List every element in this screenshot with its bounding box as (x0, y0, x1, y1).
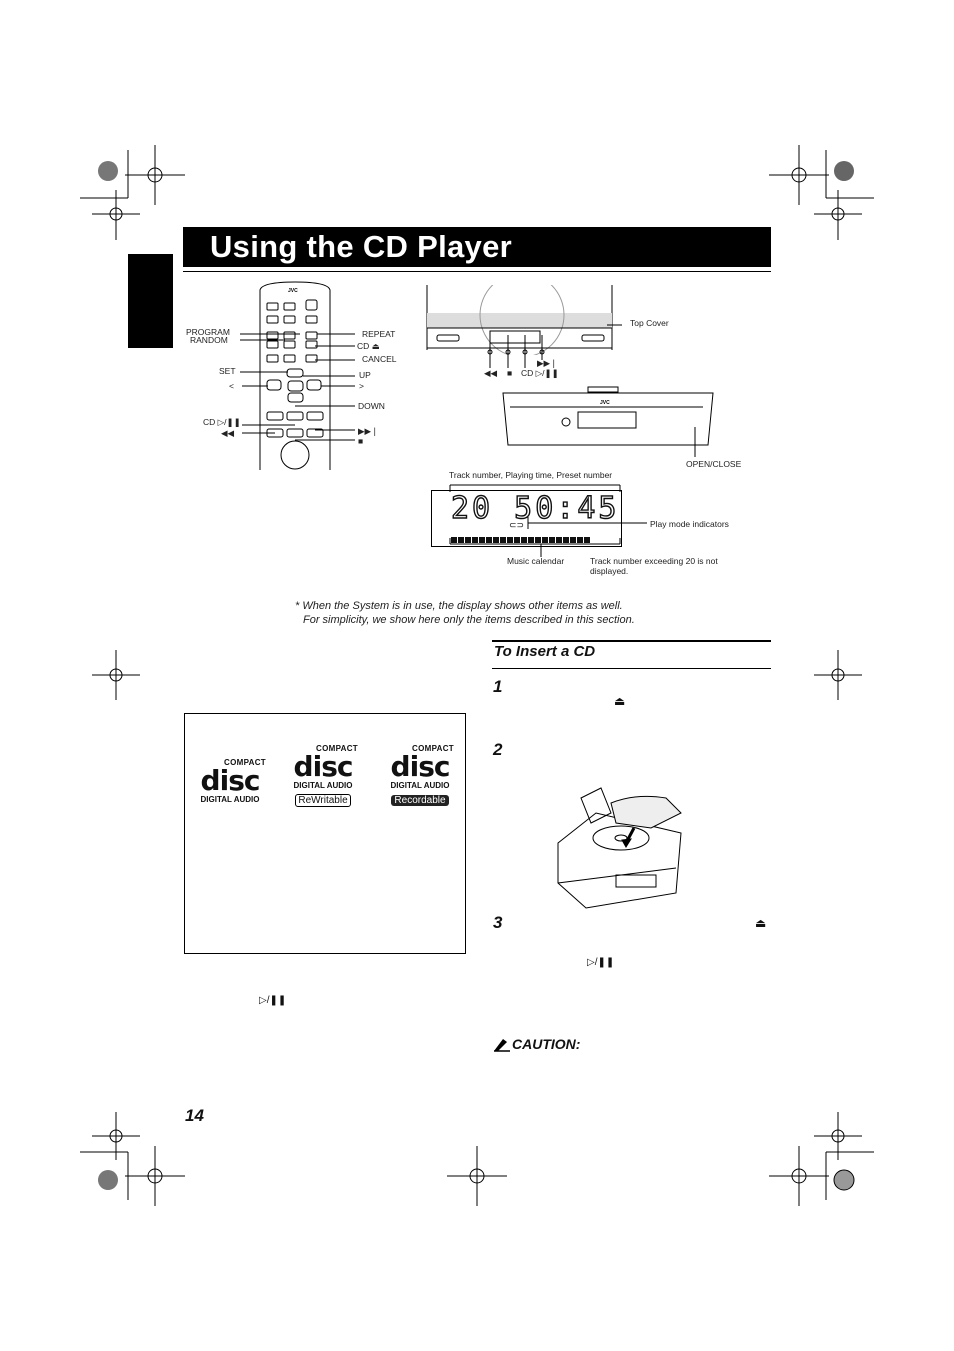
calendar-segment (451, 537, 457, 543)
crosshair-bottom-right (769, 1112, 874, 1206)
unit-top-view-illustration (426, 285, 622, 355)
unit-label-stop: ■ (507, 368, 513, 378)
eject-icon-step3: ⏏ (755, 916, 767, 930)
caution-icon (494, 1039, 510, 1052)
label-repeat: REPEAT (362, 329, 396, 339)
calendar-segment (507, 537, 513, 543)
title-bar (183, 227, 771, 267)
calendar-segment (563, 537, 569, 543)
step-3-number: 3 (493, 913, 503, 932)
label-open-close: OPEN/CLOSE (686, 459, 742, 469)
label-display-header: Track number, Playing time, Preset numbe… (449, 470, 613, 480)
calendar-bracket (449, 538, 621, 557)
open-close-pointer (694, 427, 696, 457)
svg-text:JVC: JVC (288, 288, 298, 294)
label-skip-forward: ▶▶❘ (358, 426, 379, 436)
footnote-line-2: For simplicity, we show here only the it… (303, 614, 635, 626)
label-set: SET (219, 366, 236, 376)
section-side-tab (128, 254, 173, 348)
label-down: DOWN (358, 401, 385, 411)
calendar-segment (486, 537, 492, 543)
label-cd-play: CD ▷/❚❚ (203, 417, 241, 427)
calendar-segment (465, 537, 471, 543)
label-track-note: Track number exceeding 20 is not display… (590, 556, 718, 576)
calendar-segment (556, 537, 562, 543)
calendar-segment (542, 537, 548, 543)
unit-pointer-lines (487, 335, 545, 368)
eject-icon: ⏏ (614, 694, 626, 708)
label-play-mode: Play mode indicators (650, 519, 729, 529)
page-number: 14 (185, 1106, 204, 1125)
recordable-badge: Recordable (391, 795, 449, 806)
unit-label-skip-forward: ▶▶❘ (537, 358, 558, 368)
music-calendar-bar (451, 530, 591, 548)
crosshair-mid-left (92, 650, 140, 700)
insert-section-rule (492, 640, 771, 669)
calendar-segment (549, 537, 555, 543)
lcd-display (431, 490, 622, 547)
calendar-segment (584, 537, 590, 543)
calendar-segment (479, 537, 485, 543)
label-program: PROGRAM (186, 327, 230, 337)
calendar-segment (577, 537, 583, 543)
caution-label: CAUTION: (512, 1036, 581, 1052)
calendar-segment (514, 537, 520, 543)
play-mode-pointer (527, 517, 647, 529)
disc-logo-cd-r: COMPACT disc DIGITAL AUDIO Recordable (390, 744, 454, 806)
step-1-number: 1 (493, 677, 503, 696)
label-music-calendar: Music calendar (507, 556, 565, 566)
page-title: Using the CD Player (210, 229, 513, 264)
crosshair-top-left (80, 145, 185, 240)
calendar-segment (500, 537, 506, 543)
calendar-segment (458, 537, 464, 543)
unit-label-cd-play: CD ▷/❚❚ (521, 368, 559, 378)
label-up: UP (359, 370, 371, 380)
label-right: > (359, 381, 364, 391)
lcd-digits: 20 50:45 (450, 490, 620, 526)
unit-label-skip-back: ◀◀ (484, 368, 498, 378)
label-cd-eject: CD ⏏ (357, 341, 380, 351)
disc-logos-box (184, 713, 466, 954)
cd-insert-illustration (557, 787, 682, 909)
insert-section-title: To Insert a CD (494, 643, 596, 660)
calendar-segment (472, 537, 478, 543)
label-skip-back: ◀◀ (221, 428, 235, 438)
disc-logo-cd: COMPACT disc DIGITAL AUDIO (200, 758, 266, 804)
crosshair-mid-right (814, 650, 862, 700)
label-random: RANDOM (190, 335, 228, 345)
calendar-segment (521, 537, 527, 543)
crosshair-top-right (769, 145, 874, 240)
calendar-segment (493, 537, 499, 543)
step-2-number: 2 (493, 740, 503, 759)
label-left: < (229, 381, 234, 391)
footnote-line-1: * When the System is in use, the display… (295, 600, 623, 612)
label-cancel: CANCEL (362, 354, 397, 364)
crosshair-bottom-center (447, 1146, 507, 1206)
label-top-cover: Top Cover (630, 318, 669, 328)
play-pause-symbol-step3: ▷/❚❚ (587, 957, 615, 968)
title-rule (183, 271, 771, 272)
play-pause-symbol-left: ▷/❚❚ (259, 995, 287, 1006)
unit-brand: JVC (600, 400, 610, 406)
crosshair-bottom-left (80, 1112, 185, 1206)
label-stop: ■ (358, 436, 364, 446)
calendar-segment (528, 537, 534, 543)
calendar-segment (570, 537, 576, 543)
color-target-circles (98, 161, 855, 1191)
remote-control-illustration: JVC (240, 281, 355, 470)
unit-front-view-illustration: JVC (502, 386, 714, 446)
rewritable-badge: ReWritable (295, 794, 351, 807)
play-mode-icon: ⊂⊃ (509, 520, 525, 530)
calendar-segment (535, 537, 541, 543)
disc-logo-cd-rw: COMPACT disc DIGITAL AUDIO ReWritable (293, 744, 358, 807)
